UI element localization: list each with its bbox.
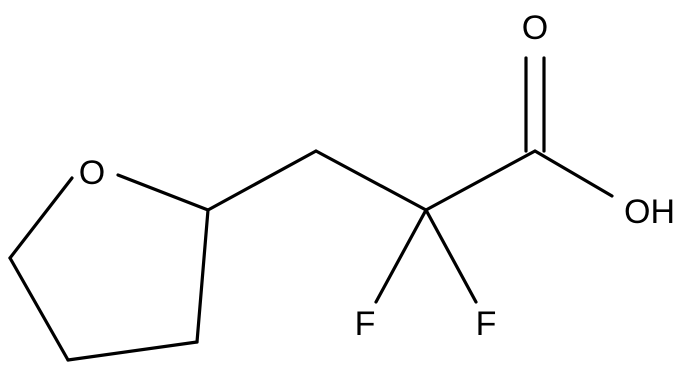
hydroxyl-label: OH xyxy=(624,193,675,231)
tetrahydrofuran-ring xyxy=(8,173,210,362)
fluorine-right-label: F xyxy=(476,305,497,343)
bond-c2-c3 xyxy=(195,208,210,344)
bond-c3-c4 xyxy=(66,340,199,362)
bond-o-c2 xyxy=(116,173,210,212)
bond-cf2-f-left xyxy=(374,208,428,304)
side-chain xyxy=(206,56,614,304)
carbonyl-oxygen-label: O xyxy=(522,9,548,47)
fluorine-left-label: F xyxy=(355,305,376,343)
bond-ch2-cf2 xyxy=(314,149,428,212)
bond-c5-o xyxy=(8,176,74,260)
bond-c-oh xyxy=(533,149,614,198)
bond-c4-c5 xyxy=(8,256,70,362)
bond-cf2-cooh xyxy=(424,149,537,212)
ring-oxygen-label: O xyxy=(79,154,105,192)
bond-c2-ch2 xyxy=(206,149,318,212)
bond-cf2-f-right xyxy=(424,208,478,304)
